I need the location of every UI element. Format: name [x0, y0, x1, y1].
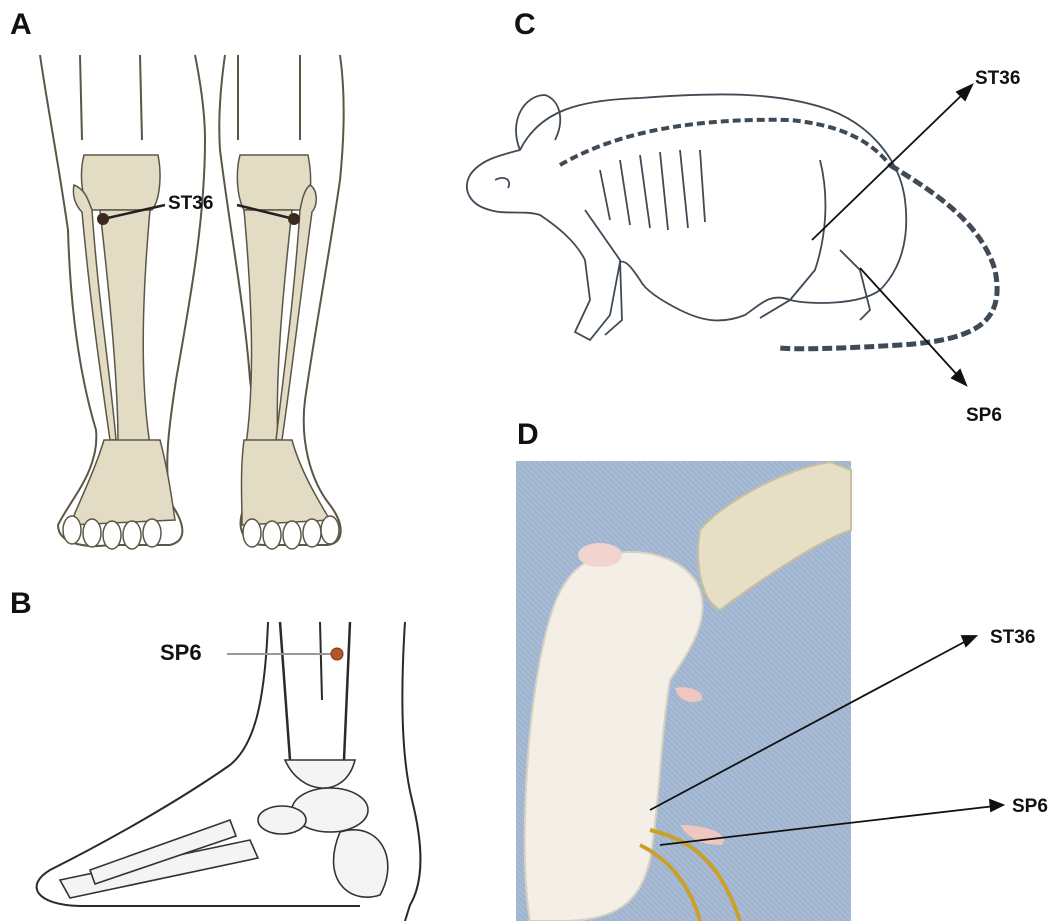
panel-d-sp6-label: SP6 — [1012, 796, 1048, 818]
panel-d-st36-label: ST36 — [990, 627, 1035, 649]
rat-spine — [560, 120, 890, 165]
right-knee-cap — [237, 155, 310, 210]
ankle-outline-back — [402, 622, 420, 921]
panel-d-arrows — [650, 636, 1003, 845]
panel-b-sp6-label: SP6 — [160, 640, 202, 666]
nose-cone — [698, 462, 851, 610]
left-foot — [70, 440, 175, 525]
rat-eye — [495, 178, 509, 188]
rat-ribs — [600, 150, 705, 230]
left-knee-cap — [82, 155, 160, 210]
sp6-point — [331, 648, 343, 660]
panel-a-st36-label: ST36 — [168, 193, 213, 215]
panel-c-sp6-label: SP6 — [966, 405, 1002, 427]
rat-tail — [780, 165, 997, 349]
tibia-shaft — [280, 622, 350, 760]
panel-b-foot-bones — [60, 760, 388, 898]
rat-body — [525, 552, 703, 921]
rat-paw — [675, 687, 702, 702]
st36-right-point — [288, 213, 300, 225]
rat-ear-photo — [578, 543, 622, 567]
rat-hindleg — [760, 160, 870, 320]
panel-b-acupoint — [227, 648, 343, 660]
st36-left-point — [97, 213, 109, 225]
panel-d-photo — [516, 461, 851, 921]
rat-ear — [516, 95, 560, 150]
panel-c-arrows — [812, 85, 972, 385]
rat-foreleg — [585, 210, 622, 335]
panel-c-rat — [467, 94, 997, 348]
panel-c-st36-label: ST36 — [975, 68, 1020, 90]
